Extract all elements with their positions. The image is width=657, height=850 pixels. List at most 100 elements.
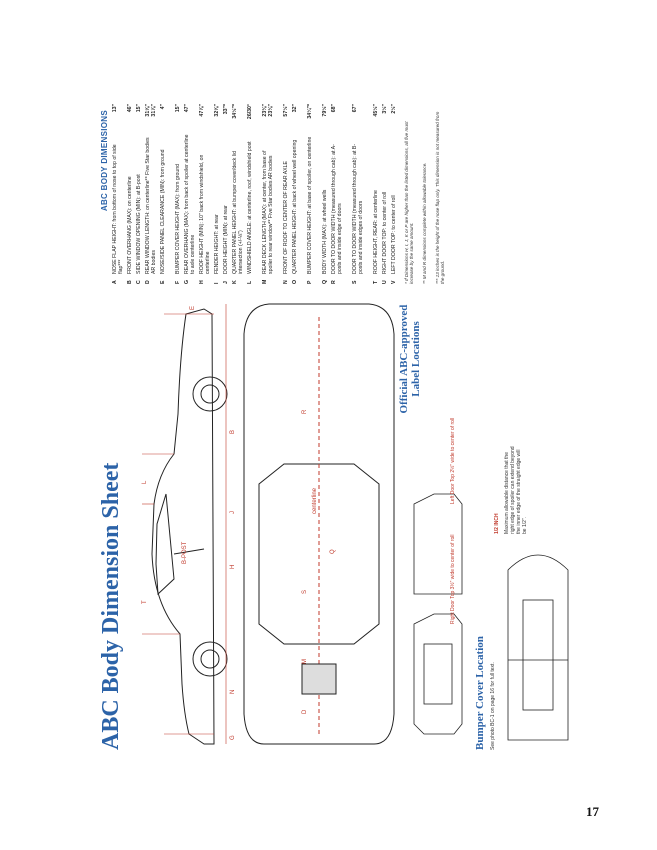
spec-letter: M bbox=[262, 279, 268, 284]
spec-text: NOSE/SIDE PANEL CLEARANCE (MIN): from gr… bbox=[160, 149, 166, 274]
bumper-cover-note: See photo BC-1 on page 16 for full text. bbox=[490, 662, 496, 750]
spec-letter: C bbox=[136, 280, 142, 284]
svg-text:G: G bbox=[230, 735, 236, 740]
spec-row: N FRONT OF ROOF TO CENTER OF REAR AXLE 57½… bbox=[283, 104, 289, 284]
left-door-note: Left Door Top 2½" wide to center of roll bbox=[450, 417, 456, 504]
spec-text: DOOR TO DOOR WIDTH (measured through cab… bbox=[331, 144, 343, 274]
spec-footnote: ** M and R dimensions complete within al… bbox=[422, 162, 428, 284]
spec-value: 68" bbox=[331, 104, 337, 113]
spec-footnote: *** 13 inches is the height of the nose … bbox=[435, 111, 446, 284]
spec-value: 45½" bbox=[373, 104, 379, 117]
rotated-sheet-wrapper: ABC Body Dimension Sheet G N bbox=[98, 104, 569, 754]
spec-text: FRONT OF ROOF TO CENTER OF REAR AXLE bbox=[283, 161, 289, 274]
label-locations-drawing bbox=[413, 493, 463, 735]
spec-row: H ROOF HEIGHT (MIN): 10" back from windsh… bbox=[199, 104, 211, 284]
spec-letter: H bbox=[199, 280, 205, 284]
spec-row: I FENDER HEIGHT: at rear 32⅝" bbox=[214, 104, 220, 284]
spec-value: 13" bbox=[112, 104, 118, 113]
spec-letter: E bbox=[160, 280, 166, 284]
spec-value: 79½" bbox=[322, 104, 328, 117]
spec-value: 23⅛" 23⅛" bbox=[262, 104, 274, 117]
spec-letter: B bbox=[127, 280, 133, 284]
spec-value: 32" bbox=[292, 104, 298, 113]
half-inch-label: 1/2 INCH bbox=[494, 513, 500, 534]
svg-text:M: M bbox=[302, 659, 308, 664]
spec-text: ROOF HEIGHT (MIN): 10" back from windshi… bbox=[199, 154, 211, 274]
spec-value: 33"* bbox=[223, 104, 229, 115]
spec-value: 32⅝" bbox=[214, 104, 220, 117]
spec-value: 15" bbox=[136, 104, 142, 113]
b-post-label: B-POST bbox=[182, 541, 188, 564]
spec-row: O QUARTER PANEL HEIGHT: at back of wheel … bbox=[292, 104, 304, 284]
spec-text: REAR DECK LENGTH (MAX): at center, from … bbox=[262, 150, 274, 274]
svg-text:B: B bbox=[230, 430, 236, 434]
spec-value: 57½" bbox=[283, 104, 289, 117]
spec-footnote: * If Dimensions H, I, J, K or P are high… bbox=[404, 121, 415, 284]
svg-text:Q: Q bbox=[330, 549, 336, 554]
spec-text: ROOF HEIGHT, REAR: at centerline bbox=[373, 190, 379, 274]
svg-text:N: N bbox=[230, 690, 236, 694]
svg-text:J: J bbox=[230, 511, 236, 514]
top-dimension-letters: S M D R Q bbox=[302, 409, 336, 714]
spec-value: 47" bbox=[184, 104, 190, 113]
spec-value: 15" bbox=[175, 104, 181, 113]
spec-letter: U bbox=[382, 280, 388, 284]
spec-value: 34¼"* bbox=[307, 104, 313, 119]
bumper-cover-drawing bbox=[507, 554, 569, 741]
spec-text: DOOR HEIGHT (MIN): at rear bbox=[223, 205, 229, 274]
spec-letter: S bbox=[352, 280, 358, 284]
car-drawings: G N H J B E L T B-POST centerline S M bbox=[142, 303, 463, 745]
side-dimension-lines bbox=[142, 304, 227, 744]
svg-text:S: S bbox=[302, 590, 308, 594]
spec-letter: J bbox=[223, 281, 229, 284]
spec-letter: O bbox=[292, 279, 298, 284]
spec-text: BUMPER COVER HEIGHT: at base of spoiler,… bbox=[307, 136, 313, 274]
spec-value: 2½" bbox=[391, 104, 397, 114]
spec-letter: L bbox=[247, 280, 253, 284]
spec-row: P BUMPER COVER HEIGHT: at base of spoiler… bbox=[307, 104, 319, 284]
spec-letter: T bbox=[373, 280, 379, 284]
spec-letter: I bbox=[214, 282, 220, 284]
spec-value: 26/30° bbox=[247, 104, 253, 120]
spec-letter: P bbox=[307, 280, 313, 284]
spec-text: DOOR TO DOOR WIDTH (measured through cab… bbox=[352, 143, 364, 274]
spec-row: G REAR OVERHANG (MAX): from back of spoil… bbox=[184, 104, 196, 284]
dimension-sheet: ABC Body Dimension Sheet G N bbox=[98, 104, 569, 754]
spec-letter: N bbox=[283, 280, 289, 284]
spec-value: 34½"* bbox=[232, 104, 238, 119]
spec-letter: G bbox=[184, 279, 190, 284]
centerline-label: centerline bbox=[312, 487, 318, 514]
top-view-drawing bbox=[243, 303, 395, 745]
svg-text:H: H bbox=[230, 565, 236, 569]
spec-text: NOSE FLAP HEIGHT: from bottom of nose to… bbox=[112, 144, 124, 274]
svg-text:R: R bbox=[302, 409, 308, 414]
spec-letter: Q bbox=[322, 279, 328, 284]
side-profile-drawing bbox=[151, 308, 228, 745]
svg-text:L: L bbox=[142, 480, 148, 484]
spec-letter: V bbox=[391, 280, 397, 284]
spoiler-note: Maximum allowable distance that the righ… bbox=[504, 446, 528, 534]
svg-text:E: E bbox=[190, 306, 196, 310]
spec-text: REAR OVERHANG (MAX): from back of spoile… bbox=[184, 134, 196, 274]
spec-value: 4" bbox=[160, 104, 166, 110]
spec-text: FENDER HEIGHT: at rear bbox=[214, 214, 220, 274]
spec-value: 31⅝" 31⅞" bbox=[145, 104, 157, 117]
spec-value: 47⅞" bbox=[199, 104, 205, 117]
spec-text: QUARTER PANEL HEIGHT: at back of wheel w… bbox=[292, 139, 298, 274]
page-title: ABC Body Dimension Sheet bbox=[98, 462, 124, 750]
svg-text:D: D bbox=[302, 709, 308, 714]
spec-text: REAR WINDOW LENGTH: on centerline** Five… bbox=[145, 137, 157, 274]
spec-text: BUMPER COVER HEIGHT (MAX): from ground bbox=[175, 163, 181, 274]
right-door-note: Right Door Top 3½" wide to center of rol… bbox=[450, 534, 456, 624]
spec-row: S DOOR TO DOOR WIDTH (measured through ca… bbox=[352, 104, 370, 284]
